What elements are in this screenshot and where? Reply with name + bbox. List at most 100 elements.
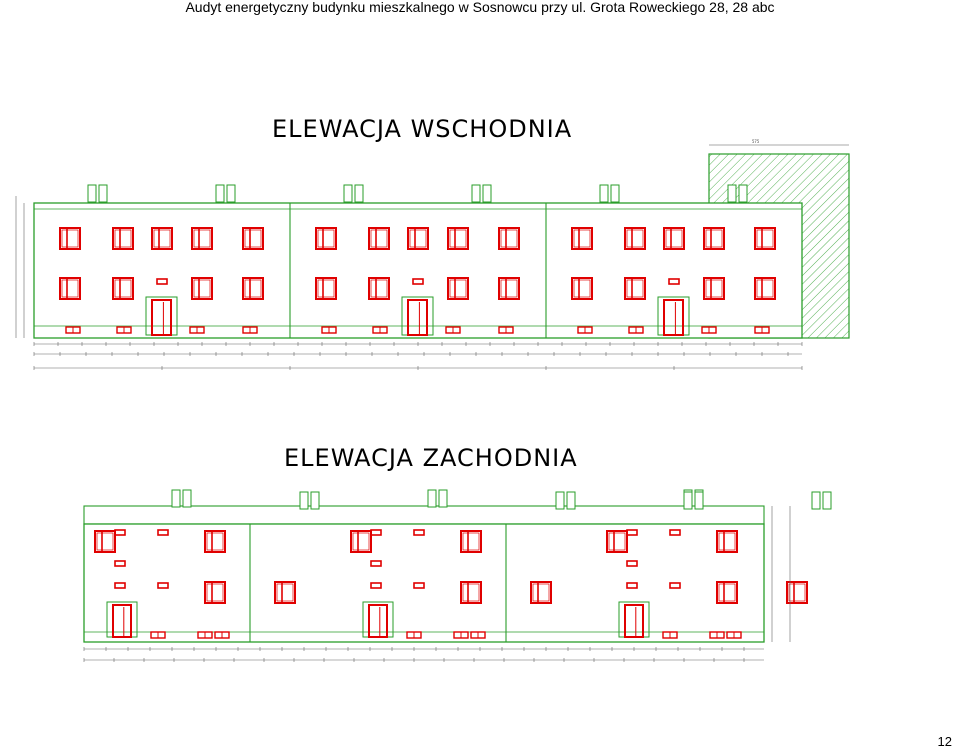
window	[624, 227, 646, 250]
small-window	[669, 582, 681, 589]
window-frame	[61, 229, 79, 248]
window-frame	[193, 229, 211, 248]
window	[274, 581, 296, 604]
window-frame	[244, 229, 262, 248]
entrance-door	[407, 299, 428, 336]
window-frame	[626, 279, 644, 298]
window	[151, 227, 173, 250]
window	[204, 581, 226, 604]
window	[498, 227, 520, 250]
window	[368, 227, 390, 250]
chimney	[694, 491, 704, 510]
window-frame	[500, 279, 518, 298]
page-header: Audyt energetyczny budynku mieszkalnego …	[0, 0, 960, 16]
chimney	[482, 184, 492, 203]
window	[447, 227, 469, 250]
chimney	[226, 184, 236, 203]
window-frame	[193, 279, 211, 298]
window	[716, 581, 738, 604]
small-window	[114, 560, 126, 567]
window-frame	[573, 229, 591, 248]
small-window	[626, 560, 638, 567]
chimney	[87, 184, 97, 203]
window-frame	[756, 279, 774, 298]
chimney	[343, 184, 353, 203]
window	[407, 227, 429, 250]
chimney	[822, 491, 832, 510]
small-window	[413, 529, 425, 536]
window	[242, 277, 264, 300]
window-frame	[409, 229, 427, 248]
small-window	[412, 278, 424, 285]
chimney	[427, 489, 437, 508]
chimney	[683, 491, 693, 510]
window-frame	[317, 229, 335, 248]
window	[716, 530, 738, 553]
window-frame	[114, 229, 132, 248]
window-frame	[462, 583, 480, 602]
window	[498, 277, 520, 300]
entrance-door	[663, 299, 684, 336]
window	[204, 530, 226, 553]
window	[530, 581, 552, 604]
window	[460, 581, 482, 604]
west-parapet	[83, 505, 765, 525]
window	[112, 277, 134, 300]
small-window	[157, 582, 169, 589]
title-west-elevation: ELEWACJA ZACHODNIA	[284, 444, 578, 472]
chimney	[310, 491, 320, 510]
title-east-elevation: ELEWACJA WSCHODNIA	[272, 115, 572, 143]
header-text: Audyt energetyczny budynku mieszkalnego …	[185, 0, 775, 15]
east-elevation: 575	[15, 139, 850, 370]
window-frame	[626, 229, 644, 248]
small-window	[413, 582, 425, 589]
window-frame	[96, 532, 114, 551]
window	[315, 227, 337, 250]
entrance-door	[624, 604, 644, 638]
window	[606, 530, 628, 553]
small-window	[157, 529, 169, 536]
window	[315, 277, 337, 300]
chimney	[98, 184, 108, 203]
small-window	[668, 278, 680, 285]
window-frame	[608, 532, 626, 551]
window	[624, 277, 646, 300]
window	[754, 227, 776, 250]
window-frame	[573, 279, 591, 298]
chimney	[215, 184, 225, 203]
window-frame	[788, 583, 806, 602]
window	[663, 227, 685, 250]
chimney	[182, 489, 192, 508]
chimney	[354, 184, 364, 203]
window	[112, 227, 134, 250]
window	[94, 530, 116, 553]
entrance-door	[151, 299, 172, 336]
entrance-door	[112, 604, 132, 638]
window-frame	[462, 532, 480, 551]
page-number: 12	[937, 734, 952, 749]
chimney	[438, 489, 448, 508]
entrance-door	[368, 604, 388, 638]
chimney	[811, 491, 821, 510]
chimney	[738, 184, 748, 203]
window	[368, 277, 390, 300]
east-annex-dimension: 575	[752, 139, 760, 144]
window-frame	[206, 583, 224, 602]
window	[786, 581, 808, 604]
window	[571, 227, 593, 250]
chimney	[599, 184, 609, 203]
window-frame	[705, 229, 723, 248]
chimney	[471, 184, 481, 203]
window-frame	[114, 279, 132, 298]
west-elevation	[83, 489, 832, 662]
chimney	[727, 184, 737, 203]
window	[191, 277, 213, 300]
window-frame	[449, 279, 467, 298]
small-window	[156, 278, 168, 285]
window-frame	[500, 229, 518, 248]
window	[191, 227, 213, 250]
window	[242, 227, 264, 250]
window-frame	[370, 279, 388, 298]
window	[460, 530, 482, 553]
